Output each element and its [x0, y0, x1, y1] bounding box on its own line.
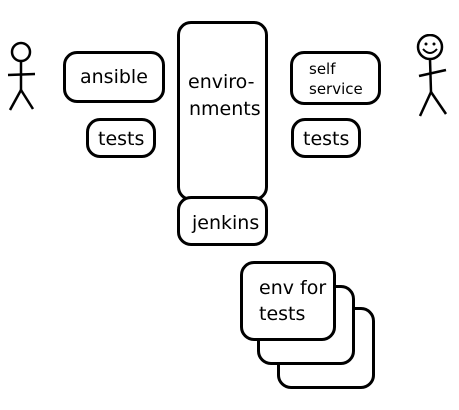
tests-left-box: tests [86, 118, 156, 158]
ansible-label: ansible [80, 66, 148, 88]
smiling-stick-figure-right-icon [416, 34, 448, 117]
environments-label-line1: enviro- [188, 71, 255, 93]
jenkins-label: jenkins [192, 212, 260, 234]
env-for-tests-label-line2: tests [259, 303, 306, 325]
stick-figure-left-icon [7, 41, 36, 111]
jenkins-box: jenkins [177, 196, 268, 246]
tests-right-box: tests [291, 118, 361, 158]
ansible-box: ansible [63, 51, 165, 103]
env-for-tests-box: env for tests [240, 261, 336, 341]
environments-box: enviro- nments [177, 21, 268, 201]
self-service-box: self service [290, 51, 381, 105]
self-service-label-line2: service [309, 80, 363, 98]
env-for-tests-label-line1: env for [259, 277, 327, 299]
tests-right-label: tests [303, 128, 350, 150]
self-service-label-line1: self [309, 60, 336, 78]
environments-label-line2: nments [189, 98, 261, 120]
tests-left-label: tests [98, 128, 145, 150]
